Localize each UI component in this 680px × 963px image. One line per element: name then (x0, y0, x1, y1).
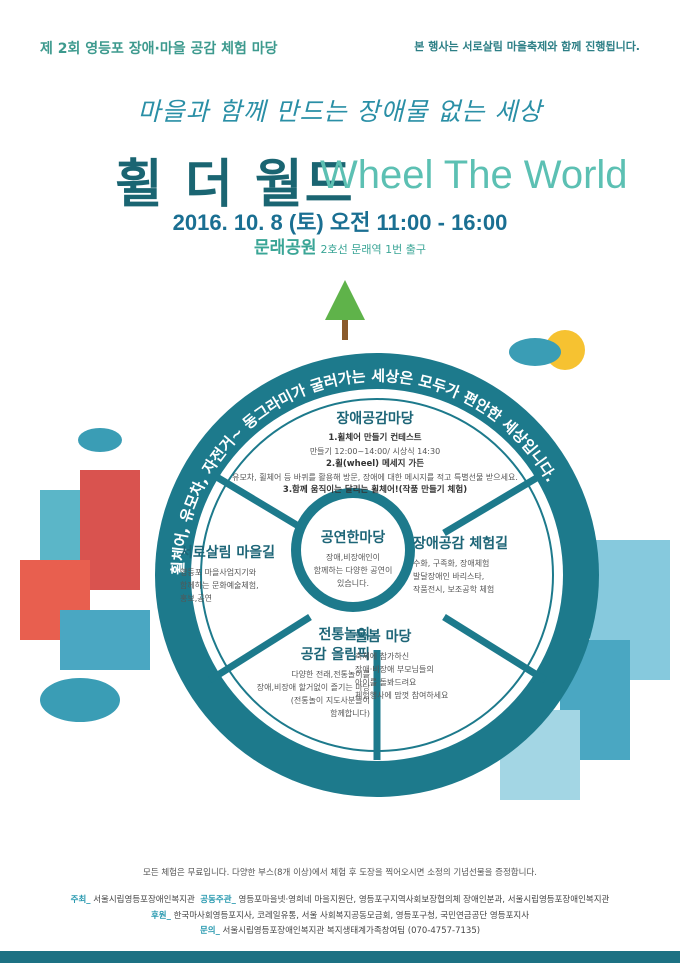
sponsor: 한국마사회영등포지사, 코레일유통, 서울 사회복지공동모금회, 영등포구청, … (173, 911, 530, 921)
credits-host: 주최_ 서울시립영등포장애인복지관 공동주관_ 영등포마을넷·영희네 마을지원단… (0, 893, 680, 905)
tree-icon (325, 280, 365, 340)
section-line: 아이를 돌봐드려요 (355, 678, 417, 687)
title-english: Wheel The World (320, 153, 628, 197)
place-name: 문래공원 (253, 238, 317, 258)
sponsor-label: 후원_ (150, 911, 171, 921)
section-line: 체험행사에 맘껏 참여하세요 (355, 691, 449, 700)
cohost: 영등포마을넷·영희네 마을지원단, 영등포구지역사회보장협의체 장애인분과, 서… (238, 895, 610, 905)
contact: 서울시립영등포장애인복지관 복지생태계가족창여팀 (070-4757-7135) (222, 926, 481, 936)
event-name: 제 2회 영등포 장애·마을 공감 체험 마당 (40, 41, 278, 57)
bottom-bar (0, 951, 680, 963)
cohost-label: 공동주관_ (200, 895, 236, 905)
illustration-layer (20, 280, 670, 800)
title-korean: 휠 더 월드 (115, 155, 355, 215)
section-left: 서로살림 마을길 영등포 마을사업지기와 함께하는 문화예술체험, 홍보,공연 (180, 542, 290, 605)
section-title: 장애공감 체험길 (413, 536, 509, 552)
section-title: 서로살림 마을길 (180, 545, 276, 561)
section-title: 전통놀이 (318, 627, 370, 643)
section-line: 축제에 참가하신 (355, 652, 410, 661)
event-notice: 본 행사는 서로살림 마을축제와 함께 진행됩니다. (414, 40, 640, 53)
section-line: 1.휠체어 만들기 컨테스트 (328, 433, 422, 443)
city-left-illustration (20, 470, 150, 722)
host-label: 주최_ (70, 895, 91, 905)
section-line: 다양한 전래,전통놀이를 (291, 670, 370, 679)
city-right-illustration (500, 330, 670, 800)
section-line: 함께하는 문화예술체험, (180, 581, 259, 590)
section-line: 장애·비장애 부모님들의 (355, 665, 434, 674)
section-line: 수화, 구족화, 장애체험 (413, 559, 490, 568)
event-date: 2016. 10. 8 (토) 오전 11:00 - 16:00 (172, 210, 508, 235)
section-title: 장애공감마당 (336, 411, 414, 427)
section-bottom-left: 전통놀이 공감 올림픽 다양한 전래,전통놀이를 장애,비장애 할거없이 즐기는… (220, 624, 370, 720)
section-line: 영등포 마을사업지기와 (180, 568, 257, 577)
contact-label: 문의_ (199, 926, 220, 936)
section-line: 홍보,공연 (180, 594, 212, 603)
footer-note: 모든 체험은 무료입니다. 다양한 부스(8개 이상)에서 체험 후 도장을 찍… (143, 868, 537, 878)
section-line: 장애,비장애인이 (325, 553, 381, 562)
section-title: 돌봄 마당 (355, 629, 412, 645)
section-line: 있습니다. (337, 579, 369, 588)
section-line: 3.함께 움직이는 달리는 휠체어!(작품 만들기 체험) (282, 485, 468, 495)
section-line: (전통놀이 지도사분들이 (290, 696, 370, 705)
host: 서울시립영등포장애인복지관 (93, 895, 195, 905)
section-line: 함께합니다) (330, 709, 370, 718)
place-detail: 2호선 문래역 1번 출구 (320, 243, 426, 256)
section-line: 2.휠(wheel) 메세지 가든 (325, 459, 425, 469)
section-line: 작품전시, 보조공학 체험 (413, 585, 495, 594)
section-line: 만들기 12:00~14:00/ 시상식 14:30 (309, 447, 441, 456)
wheel-spokes (203, 466, 552, 760)
wheel-hub (301, 498, 405, 602)
slogan: 마을과 함께 만드는 장애물 없는 세상 (137, 97, 543, 126)
credits-sponsor: 후원_ 한국마사회영등포지사, 코레일유통, 서울 사회복지공동모금회, 영등포… (0, 909, 680, 921)
section-line: 장애,비장애 할거없이 즐기는 마당 (256, 683, 370, 692)
section-line: 함께하는 다양한 공연이 (313, 566, 393, 575)
section-title: 공연한마당 (320, 530, 386, 546)
section-line: 발달장애인 바리스타, (413, 572, 485, 581)
section-title: 공감 올림픽 (300, 647, 370, 663)
cloud-icon (78, 428, 122, 452)
section-top: 장애공감마당 1.휠체어 만들기 컨테스트 만들기 12:00~14:00/ 시… (200, 408, 550, 497)
section-line: 유모차, 휠체어 등 바퀴를 활용해 방문, 장애에 대한 메시지를 적고 특별… (232, 473, 518, 482)
credits-contact: 문의_ 서울시립영등포장애인복지관 복지생태계가족창여팀 (070-4757-7… (0, 924, 680, 936)
section-bottom-right: 돌봄 마당 축제에 참가하신 장애·비장애 부모님들의 아이를 돌봐드려요 체험… (355, 626, 485, 702)
section-right: 장애공감 체험길 수화, 구족화, 장애체험 발달장애인 바리스타, 작품전시,… (413, 533, 523, 596)
section-center: 공연한마당 장애,비장애인이 함께하는 다양한 공연이 있습니다. (303, 527, 403, 590)
